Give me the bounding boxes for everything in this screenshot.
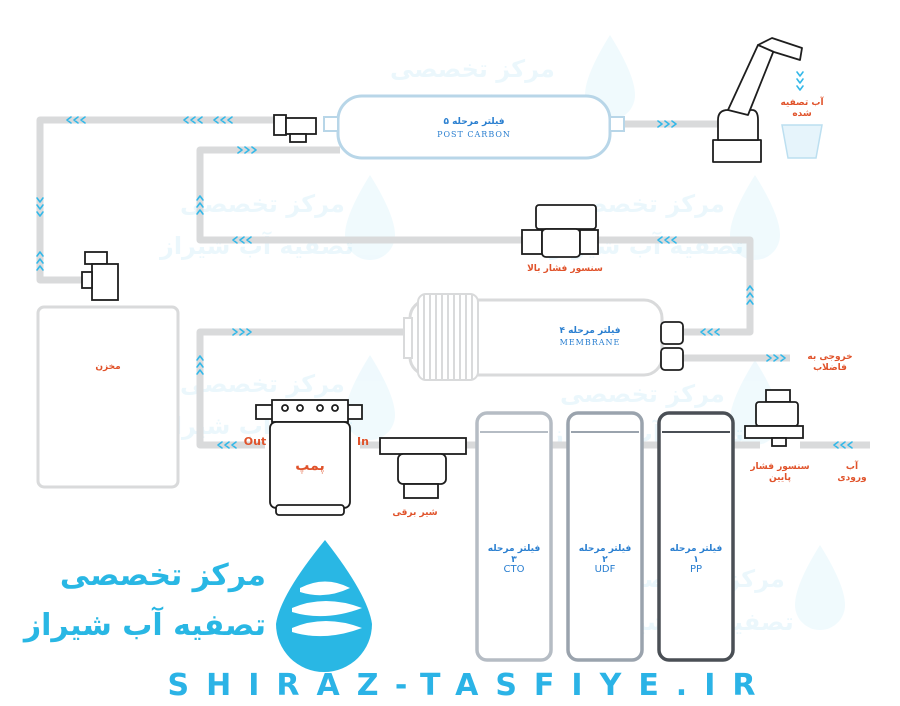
stage2-name: UDF <box>594 564 616 575</box>
purified-water-label: آب تصفیه شده <box>780 98 824 119</box>
inlet-water-label: آب ورودی <box>837 462 867 483</box>
high-pressure-sensor-label: سنسور فشار بالا <box>527 264 603 274</box>
tank-valve-icon[interactable] <box>81 251 119 301</box>
filter-housing-stage2[interactable] <box>566 411 644 662</box>
stage4-title: فیلتر مرحله ۴ <box>559 326 621 336</box>
low-pressure-switch-icon[interactable] <box>744 389 804 447</box>
pump-icon[interactable] <box>255 399 363 516</box>
stage3-name: CTO <box>503 564 525 575</box>
stage5-title: فیلتر مرحله ۵ <box>443 117 505 127</box>
stage2-title: فیلتر مرحله ۲ <box>578 544 632 565</box>
post-carbon-filter[interactable] <box>323 94 625 160</box>
membrane-fittings-icon <box>660 321 684 371</box>
stage5-name: POST CARBON <box>437 130 511 139</box>
watermark-text: مرکز تخصصی <box>180 370 345 398</box>
faucet-icon <box>712 37 803 163</box>
storage-tank[interactable] <box>36 305 180 489</box>
solenoid-valve-label: شیر برقی <box>392 508 438 518</box>
brand-line1: مرکز تخصصی <box>59 558 266 593</box>
pump-label: پمپ <box>295 458 325 474</box>
pump-out-label: Out <box>243 435 267 448</box>
brand-line2: تصفیه آب شیراز <box>23 608 266 643</box>
low-pressure-sensor-label: سنسور فشار پایین <box>750 462 810 483</box>
stage3-title: فیلتر مرحله ۳ <box>487 544 541 565</box>
tank-label: مخزن <box>95 362 121 372</box>
drain-outlet-label: خروجی به فاضلاب <box>807 352 853 373</box>
stage1-title: فیلتر مرحله ۱ <box>669 544 723 565</box>
filter-housing-stage3[interactable] <box>475 411 553 662</box>
high-pressure-switch-icon[interactable] <box>521 204 599 258</box>
flow-arrow-icon <box>36 71 853 449</box>
pump-in-label: In <box>357 435 369 448</box>
watermark-text: مرکز تخصصی <box>180 190 345 218</box>
brand-drop-icon <box>276 540 372 672</box>
solenoid-valve-icon[interactable] <box>379 437 467 499</box>
membrane-housing[interactable] <box>403 293 684 381</box>
membrane-cap <box>417 293 479 381</box>
watermark-text: مرکز تخصصی <box>560 380 725 408</box>
watermark-text: مرکز تخصصی <box>390 55 555 83</box>
stage1-name: PP <box>689 564 703 575</box>
filter-housing-stage1[interactable] <box>657 411 735 662</box>
stage4-name: MEMBRANE <box>559 338 621 347</box>
glass-icon <box>781 124 823 159</box>
website-url: SHIRAZ-TASFIYE.IR <box>167 668 773 703</box>
check-valve-icon <box>273 114 317 143</box>
